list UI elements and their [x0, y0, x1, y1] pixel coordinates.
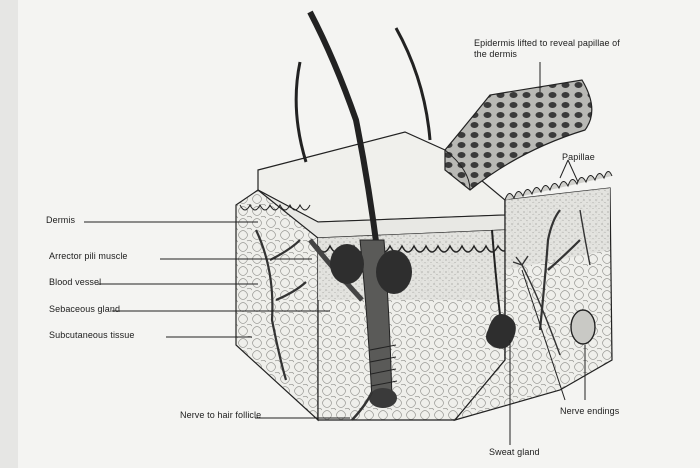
- label-nerve-to-hair-follicle: Nerve to hair follicle: [180, 410, 261, 421]
- label-epidermis-lifted: Epidermis lifted to reveal papillae of t…: [474, 38, 624, 60]
- label-papillae: Papillae: [562, 152, 595, 163]
- lifted-epidermis-flap: [445, 80, 592, 190]
- label-sebaceous-gland: Sebaceous gland: [49, 304, 120, 315]
- label-nerve-endings: Nerve endings: [560, 406, 619, 417]
- label-sweat-gland: Sweat gland: [489, 447, 540, 458]
- label-subcutaneous-tissue: Subcutaneous tissue: [49, 330, 134, 341]
- label-arrector-pili-muscle: Arrector pili muscle: [49, 251, 128, 262]
- label-blood-vessel: Blood vessel: [49, 277, 101, 288]
- label-dermis: Dermis: [46, 215, 75, 226]
